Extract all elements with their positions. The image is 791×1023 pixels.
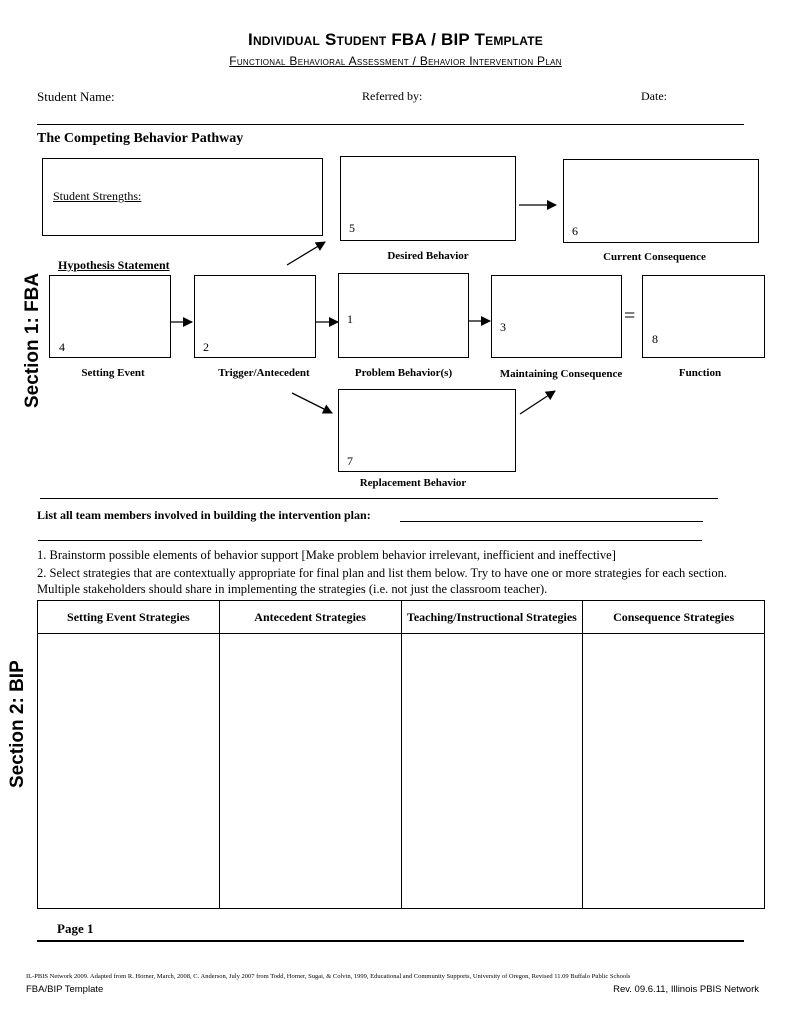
- current-consequence-box[interactable]: 6: [563, 159, 759, 243]
- problem-behavior-box[interactable]: 1: [338, 273, 469, 358]
- document-subtitle: Functional Behavioral Assessment / Behav…: [229, 54, 562, 68]
- table-header: Setting Event Strategies: [37, 600, 220, 634]
- document-title: Individual Student FBA / BIP Template: [248, 30, 543, 49]
- desired-behavior-box[interactable]: 5: [340, 156, 516, 241]
- hypothesis-statement-label: Hypothesis Statement: [58, 258, 170, 272]
- setting-event-strategies-cell[interactable]: [37, 633, 220, 909]
- team-members-label: List all team members involved in buildi…: [37, 508, 371, 522]
- antecedent-strategies-cell[interactable]: [218, 633, 402, 909]
- desired-behavior-label: Desired Behavior: [387, 250, 469, 262]
- trigger-antecedent-box[interactable]: 2: [194, 275, 316, 358]
- equals-sign: =: [624, 305, 636, 327]
- section-divider: [40, 498, 718, 499]
- team-members-input-line[interactable]: [400, 521, 703, 522]
- box-number: 5: [349, 221, 355, 235]
- teaching-strategies-cell[interactable]: [400, 633, 584, 909]
- table-header: Antecedent Strategies: [218, 600, 402, 634]
- section-bip-label: Section 2: BIP: [7, 660, 28, 788]
- header-divider: [37, 124, 744, 125]
- student-strengths-label: Student Strengths:: [53, 189, 142, 203]
- instruction-2: 2. Select strategies that are contextual…: [37, 566, 727, 596]
- student-strengths-box[interactable]: Student Strengths:: [42, 158, 323, 236]
- box-number: 4: [59, 340, 65, 354]
- arrow: [291, 392, 333, 414]
- arrow: [519, 390, 556, 415]
- date-field[interactable]: Date:: [641, 89, 667, 103]
- box-number: 6: [572, 224, 578, 238]
- maintaining-consequence-box[interactable]: 3: [491, 275, 622, 358]
- current-consequence-label: Current Consequence: [603, 251, 706, 263]
- replacement-behavior-label: Replacement Behavior: [359, 477, 467, 489]
- strategies-table: Setting Event Strategies Antecedent Stra…: [37, 600, 765, 909]
- box-number: 7: [347, 454, 353, 468]
- footer-right: Rev. 09.6.11, Illinois PBIS Network: [613, 984, 759, 995]
- section-fba-label: Section 1: FBA: [22, 272, 43, 408]
- box-number: 2: [203, 340, 209, 354]
- setting-event-box[interactable]: 4: [49, 275, 171, 358]
- arrow: [286, 241, 326, 266]
- box-number: 1: [347, 312, 353, 326]
- problem-behavior-label: Problem Behavior(s): [354, 367, 453, 379]
- student-name-field[interactable]: Student Name:: [37, 89, 115, 104]
- instruction-1: 1. Brainstorm possible elements of behav…: [37, 548, 616, 562]
- box-number: 3: [500, 320, 506, 334]
- function-label: Function: [678, 367, 722, 379]
- replacement-behavior-box[interactable]: 7: [338, 389, 516, 472]
- function-box[interactable]: 8: [642, 275, 765, 358]
- referred-by-field[interactable]: Referred by:: [362, 89, 423, 103]
- maintaining-consequence-label: Maintaining Consequence: [499, 368, 623, 380]
- setting-event-label: Setting Event: [81, 367, 145, 379]
- trigger-antecedent-label: Trigger/Antecedent: [218, 367, 310, 379]
- table-header: Teaching/Instructional Strategies: [400, 600, 584, 634]
- footer-divider: [37, 940, 744, 942]
- box-number: 8: [652, 332, 658, 346]
- footer-citation: IL-PBIS Network 2009. Adapted from R. Ho…: [26, 973, 631, 980]
- page-number: Page 1: [57, 921, 94, 936]
- pathway-heading: The Competing Behavior Pathway: [37, 131, 244, 146]
- footer-left: FBA/BIP Template: [26, 984, 104, 995]
- consequence-strategies-cell[interactable]: [582, 633, 765, 909]
- team-members-second-line[interactable]: [38, 540, 702, 541]
- table-header: Consequence Strategies: [582, 600, 765, 634]
